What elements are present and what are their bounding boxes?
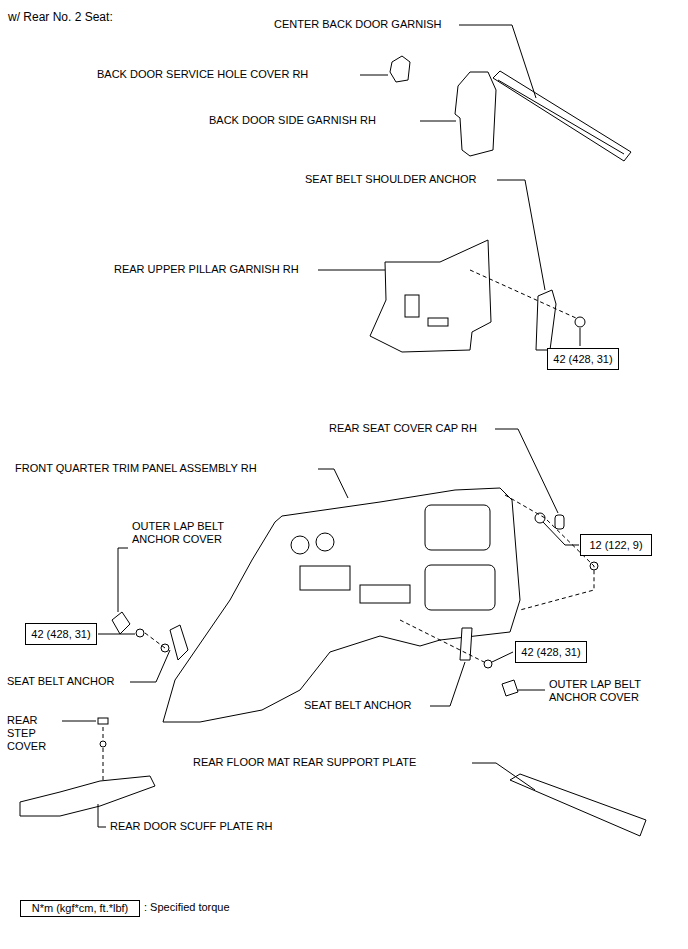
cup-holder (316, 533, 334, 551)
part-label: OUTER LAP BELT ANCHOR COVER (132, 520, 232, 546)
part-label: REAR UPPER PILLAR GARNISH RH (114, 263, 299, 276)
bolt-drawing (575, 317, 585, 327)
torque-box: 42 (428, 31) (25, 623, 97, 645)
leader-line (360, 75, 388, 76)
leader-line (580, 328, 581, 346)
side-garnish-drawing (455, 72, 496, 156)
part-label: REAR SEAT COVER CAP RH (329, 422, 477, 435)
pillar-opening (428, 318, 448, 326)
torque-value: 42 (428, 31) (553, 353, 612, 366)
part-label: : Specified torque (144, 901, 230, 914)
part-label: SEAT BELT SHOULDER ANCHOR (305, 173, 477, 186)
cup-holder (291, 536, 309, 554)
leader-line (495, 429, 558, 513)
leader-line (430, 662, 465, 706)
dashed-line (470, 270, 576, 318)
bolt-drawing (136, 629, 144, 637)
panel-vent (360, 585, 410, 603)
pillar-opening (405, 295, 419, 317)
part-label: REAR FLOOR MAT REAR SUPPORT PLATE (193, 756, 416, 769)
cover-drawing (390, 56, 410, 82)
torque-value: N*m (kgf*cm, ft.*lbf) (32, 902, 129, 915)
part-label: SEAT BELT ANCHOR (7, 675, 114, 688)
dashed-line (103, 727, 104, 741)
leader-line (118, 548, 128, 612)
part-label: OUTER LAP BELT ANCHOR COVER (549, 678, 659, 704)
support-plate-drawing (510, 774, 646, 836)
part-label: REAR STEP COVER (7, 714, 65, 753)
part-label: CENTER BACK DOOR GARNISH (274, 18, 441, 31)
leader-line (420, 121, 456, 122)
step-cover-drawing (98, 718, 108, 724)
panel-pocket (300, 566, 350, 590)
torque-value: 12 (122, 9) (589, 539, 642, 552)
garnish-edge (498, 80, 624, 154)
leader-line (492, 652, 513, 662)
cover-drawing (502, 680, 518, 696)
torque-box: 42 (428, 31) (515, 641, 587, 663)
leader-line (497, 180, 545, 290)
part-label: REAR DOOR SCUFF PLATE RH (110, 820, 272, 833)
garnish-drawing (493, 71, 631, 161)
leader-line (472, 763, 535, 790)
leader-line (543, 522, 579, 545)
panel-opening (425, 505, 490, 550)
leader-line (98, 804, 106, 827)
dashed-line (400, 620, 484, 662)
torque-value: 42 (428, 31) (521, 646, 580, 659)
part-label: SEAT BELT ANCHOR (304, 699, 411, 712)
leader-line (318, 469, 348, 498)
cover-drawing (112, 612, 130, 634)
leader-line (518, 690, 545, 691)
leader-line (98, 634, 135, 635)
screw-drawing (100, 741, 106, 747)
anchor-drawing (536, 290, 556, 350)
bolt-drawing (535, 513, 545, 523)
dashed-line (145, 633, 165, 648)
dashed-line (103, 748, 104, 782)
bolt-drawing (484, 660, 492, 668)
torque-box: 12 (122, 9) (580, 534, 652, 556)
leader-line (318, 270, 385, 271)
part-label: BACK DOOR SIDE GARNISH RH (209, 114, 376, 127)
pillar-garnish-drawing (370, 240, 491, 352)
torque-value: 42 (428, 31) (31, 628, 90, 641)
anchor-drawing (170, 625, 188, 660)
part-label: FRONT QUARTER TRIM PANEL ASSEMBLY RH (15, 462, 257, 475)
leader-line (130, 650, 170, 682)
torque-box: 42 (428, 31) (547, 348, 619, 370)
heading: w/ Rear No. 2 Seat: (8, 10, 113, 24)
part-label: BACK DOOR SERVICE HOLE COVER RH (97, 68, 308, 81)
panel-opening (425, 565, 495, 610)
torque-unit-box: N*m (kgf*cm, ft.*lbf) (20, 900, 140, 917)
cap-drawing (555, 515, 564, 529)
leader-line (459, 25, 536, 98)
leader-line (62, 721, 96, 722)
scuff-plate-drawing (20, 776, 155, 816)
